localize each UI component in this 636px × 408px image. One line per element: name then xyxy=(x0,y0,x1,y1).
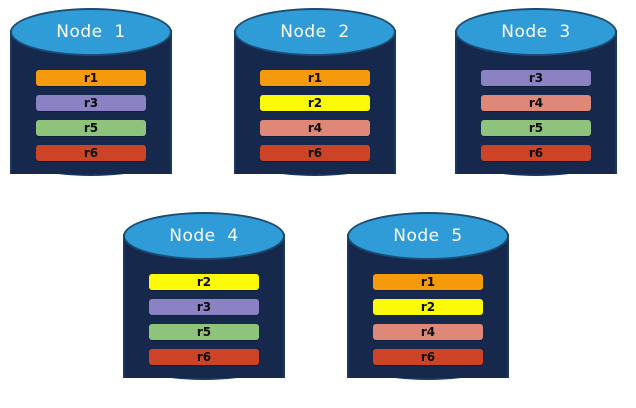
database-node-2[interactable]: Node 2 r1 r2 r4 r6 xyxy=(234,8,396,194)
record-list: r1 r3 r5 r6 xyxy=(36,70,146,161)
cylinder-top-ellipse xyxy=(234,8,396,56)
cylinder-top-ellipse xyxy=(123,212,285,260)
record-bar-r3[interactable]: r3 xyxy=(149,299,259,315)
record-bar-r5[interactable]: r5 xyxy=(481,120,591,136)
record-bar-r2[interactable]: r2 xyxy=(260,95,370,111)
cylinder-top-ellipse xyxy=(10,8,172,56)
record-list: r1 r2 r4 r6 xyxy=(260,70,370,161)
database-node-4[interactable]: Node 4 r2 r3 r5 r6 xyxy=(123,212,285,398)
record-bar-r4[interactable]: r4 xyxy=(260,120,370,136)
record-bar-r6[interactable]: r6 xyxy=(481,145,591,161)
record-list: r2 r3 r5 r6 xyxy=(149,274,259,365)
record-bar-r4[interactable]: r4 xyxy=(481,95,591,111)
node-label: Node 5 xyxy=(393,226,463,246)
record-bar-r6[interactable]: r6 xyxy=(373,349,483,365)
record-bar-r1[interactable]: r1 xyxy=(36,70,146,86)
record-bar-r5[interactable]: r5 xyxy=(149,324,259,340)
record-list: r3 r4 r5 r6 xyxy=(481,70,591,161)
record-bar-r3[interactable]: r3 xyxy=(481,70,591,86)
record-bar-r2[interactable]: r2 xyxy=(149,274,259,290)
cylinder-top-ellipse xyxy=(347,212,509,260)
cylinder-top-ellipse xyxy=(455,8,617,56)
record-bar-r1[interactable]: r1 xyxy=(260,70,370,86)
node-label: Node 2 xyxy=(280,22,350,42)
node-label: Node 1 xyxy=(56,22,126,42)
database-node-5[interactable]: Node 5 r1 r2 r4 r6 xyxy=(347,212,509,398)
record-bar-r3[interactable]: r3 xyxy=(36,95,146,111)
record-bar-r1[interactable]: r1 xyxy=(373,274,483,290)
database-node-3[interactable]: Node 3 r3 r4 r5 r6 xyxy=(455,8,617,194)
node-label: Node 3 xyxy=(501,22,571,42)
database-node-1[interactable]: Node 1 r1 r3 r5 r6 xyxy=(10,8,172,194)
record-bar-r6[interactable]: r6 xyxy=(149,349,259,365)
record-bar-r5[interactable]: r5 xyxy=(36,120,146,136)
record-bar-r2[interactable]: r2 xyxy=(373,299,483,315)
record-list: r1 r2 r4 r6 xyxy=(373,274,483,365)
record-bar-r6[interactable]: r6 xyxy=(260,145,370,161)
record-bar-r6[interactable]: r6 xyxy=(36,145,146,161)
record-bar-r4[interactable]: r4 xyxy=(373,324,483,340)
node-label: Node 4 xyxy=(169,226,239,246)
